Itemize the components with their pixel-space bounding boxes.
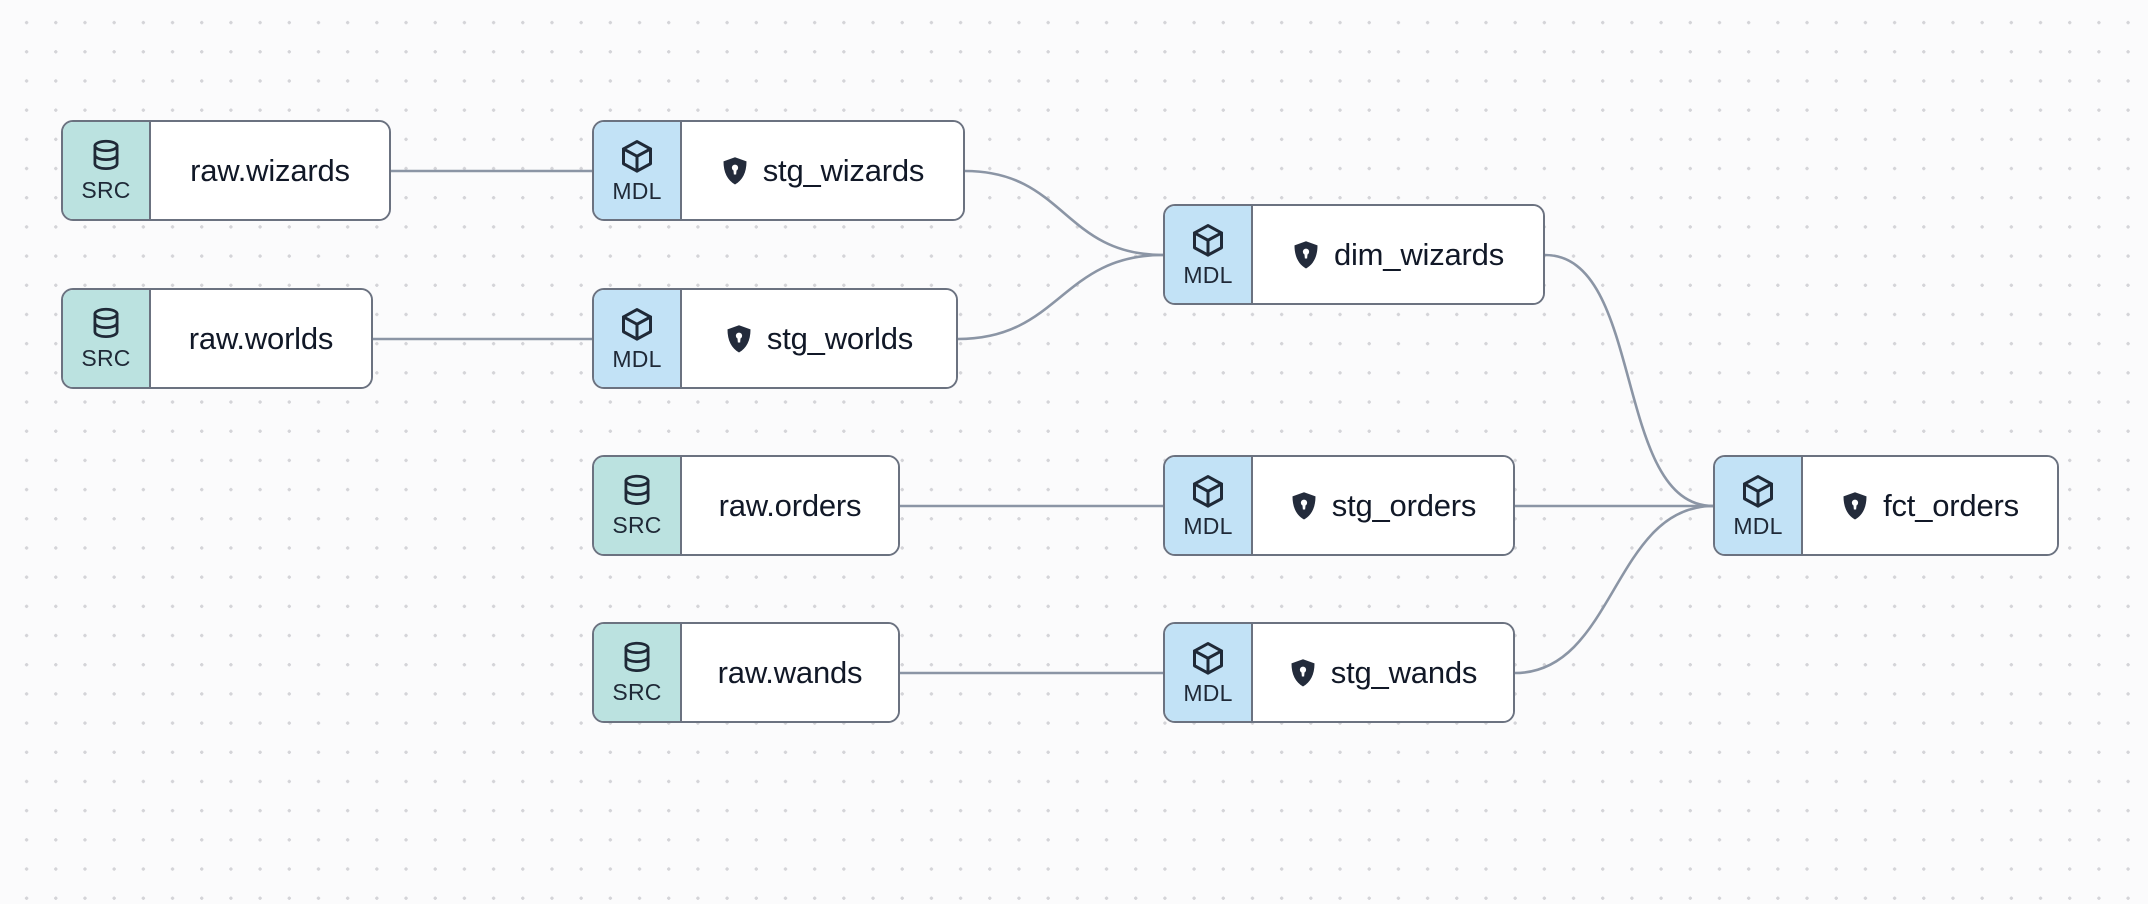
node-body: stg_orders: [1253, 457, 1513, 554]
node-body: raw.wizards: [151, 122, 389, 219]
node-label: dim_wizards: [1333, 236, 1505, 272]
shield-lock-icon: [1841, 491, 1869, 521]
node-label: fct_orders: [1883, 487, 2019, 523]
node-label: stg_worlds: [766, 320, 914, 356]
node-badge-src: SRC: [594, 457, 682, 554]
node-body: stg_wizards: [682, 122, 963, 219]
node-raw_wizards[interactable]: SRC raw.wizards: [61, 120, 391, 221]
shield-lock-icon: [725, 324, 753, 354]
cube-icon: [619, 138, 655, 176]
node-raw_wands[interactable]: SRC raw.wands: [592, 622, 900, 723]
node-badge-mdl: MDL: [1165, 206, 1253, 303]
node-badge-src: SRC: [63, 122, 151, 219]
shield-lock-icon: [1292, 240, 1320, 270]
node-body: dim_wizards: [1253, 206, 1543, 303]
cube-icon: [619, 306, 655, 344]
shield-lock-icon: [721, 156, 749, 186]
node-badge-label: MDL: [612, 346, 662, 372]
cube-icon: [1190, 473, 1226, 511]
node-badge-label: SRC: [81, 177, 131, 203]
node-label: raw.worlds: [188, 320, 334, 356]
node-badge-label: MDL: [612, 178, 662, 204]
node-label: raw.orders: [718, 487, 862, 523]
node-badge-label: MDL: [1183, 513, 1233, 539]
node-badge-label: SRC: [612, 679, 662, 705]
database-icon: [89, 139, 123, 175]
node-stg_orders[interactable]: MDL stg_orders: [1163, 455, 1515, 556]
cube-icon: [1740, 473, 1776, 511]
node-badge-label: SRC: [612, 512, 662, 538]
node-body: fct_orders: [1803, 457, 2057, 554]
node-badge-mdl: MDL: [1165, 457, 1253, 554]
node-label: stg_wands: [1330, 654, 1478, 690]
node-body: stg_wands: [1253, 624, 1513, 721]
node-badge-label: SRC: [81, 345, 131, 371]
node-stg_wands[interactable]: MDL stg_wands: [1163, 622, 1515, 723]
node-stg_wizards[interactable]: MDL stg_wizards: [592, 120, 965, 221]
node-badge-mdl: MDL: [1165, 624, 1253, 721]
node-fct_orders[interactable]: MDL fct_orders: [1713, 455, 2059, 556]
cube-icon: [1190, 222, 1226, 260]
edge-stg_wands-to-fct_orders[interactable]: [1513, 504, 1715, 675]
node-badge-label: MDL: [1733, 513, 1783, 539]
node-badge-label: MDL: [1183, 262, 1233, 288]
database-icon: [620, 474, 654, 510]
node-body: stg_worlds: [682, 290, 956, 387]
database-icon: [620, 641, 654, 677]
shield-lock-icon: [1289, 658, 1317, 688]
node-badge-mdl: MDL: [594, 290, 682, 387]
edge-dim_wizards-to-fct_orders[interactable]: [1543, 253, 1715, 508]
node-body: raw.worlds: [151, 290, 371, 387]
cube-icon: [1190, 640, 1226, 678]
shield-lock-icon: [1290, 491, 1318, 521]
node-label: stg_wizards: [762, 152, 925, 188]
node-label: raw.wands: [717, 654, 863, 690]
node-badge-src: SRC: [594, 624, 682, 721]
edge-stg_wizards-to-dim_wizards[interactable]: [963, 169, 1165, 257]
database-icon: [89, 307, 123, 343]
node-raw_worlds[interactable]: SRC raw.worlds: [61, 288, 373, 389]
node-label: raw.wizards: [190, 152, 350, 188]
node-body: raw.orders: [682, 457, 898, 554]
node-raw_orders[interactable]: SRC raw.orders: [592, 455, 900, 556]
node-badge-mdl: MDL: [1715, 457, 1803, 554]
node-badge-label: MDL: [1183, 680, 1233, 706]
node-label: stg_orders: [1331, 487, 1477, 523]
node-stg_worlds[interactable]: MDL stg_worlds: [592, 288, 958, 389]
node-body: raw.wands: [682, 624, 898, 721]
node-badge-mdl: MDL: [594, 122, 682, 219]
node-badge-src: SRC: [63, 290, 151, 387]
edge-stg_worlds-to-dim_wizards[interactable]: [956, 253, 1165, 341]
node-dim_wizards[interactable]: MDL dim_wizards: [1163, 204, 1545, 305]
